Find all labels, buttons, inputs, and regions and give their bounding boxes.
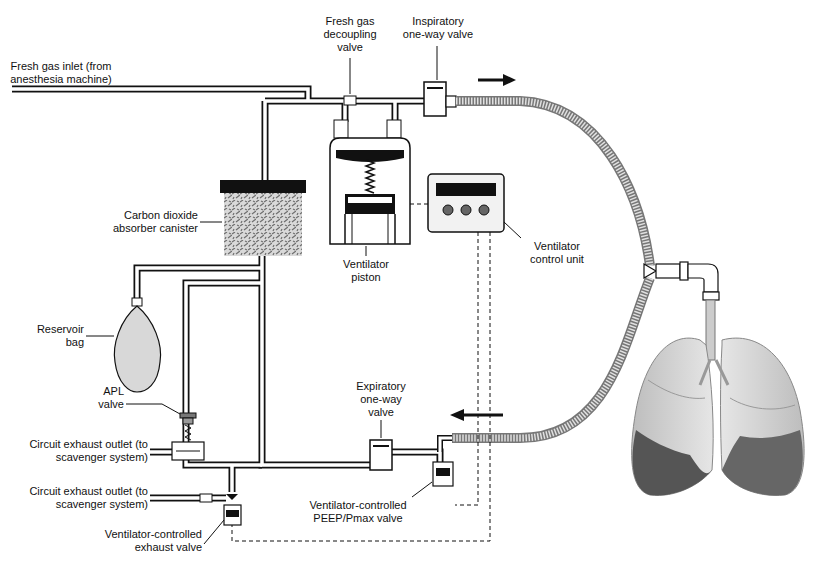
y-piece bbox=[644, 262, 719, 300]
part-label: Inspiratory one-way valve bbox=[402, 15, 474, 41]
expiratory-valve bbox=[370, 440, 392, 470]
peep-valve bbox=[433, 462, 453, 486]
part-label: Carbon dioxide absorber canister bbox=[100, 209, 198, 235]
ventilator-control-unit bbox=[428, 174, 504, 232]
circuit-pipes bbox=[12, 89, 440, 498]
co2-absorber bbox=[220, 180, 306, 256]
breathing-hoses bbox=[452, 101, 650, 438]
part-label: Reservoir bag bbox=[24, 323, 84, 349]
reservoir-bag bbox=[114, 298, 160, 392]
part-label: Circuit exhaust outlet (to scavenger sys… bbox=[20, 438, 148, 464]
flow-arrows bbox=[450, 74, 516, 421]
part-label: Fresh gas inlet (from anesthesia machine… bbox=[8, 60, 114, 86]
part-label: APL valve bbox=[84, 385, 124, 411]
ventilator-piston bbox=[330, 120, 410, 244]
part-label: Ventilator control unit bbox=[520, 240, 594, 266]
part-label: Fresh gas decoupling valve bbox=[312, 15, 388, 54]
part-label: Ventilator-controlled exhaust valve bbox=[72, 528, 202, 554]
part-label: Ventilator piston bbox=[334, 258, 398, 284]
apl-valve bbox=[172, 413, 204, 460]
lungs bbox=[632, 300, 804, 495]
leader-lines bbox=[86, 46, 521, 544]
inspiratory-valve bbox=[424, 82, 456, 116]
part-label: Circuit exhaust outlet (to scavenger sys… bbox=[20, 485, 148, 511]
exhaust-valve bbox=[200, 494, 241, 525]
part-label: Ventilator-controlled PEEP/Pmax valve bbox=[296, 499, 420, 525]
part-label: Expiratory one-way valve bbox=[346, 380, 416, 419]
decoupling-valve bbox=[344, 96, 356, 105]
